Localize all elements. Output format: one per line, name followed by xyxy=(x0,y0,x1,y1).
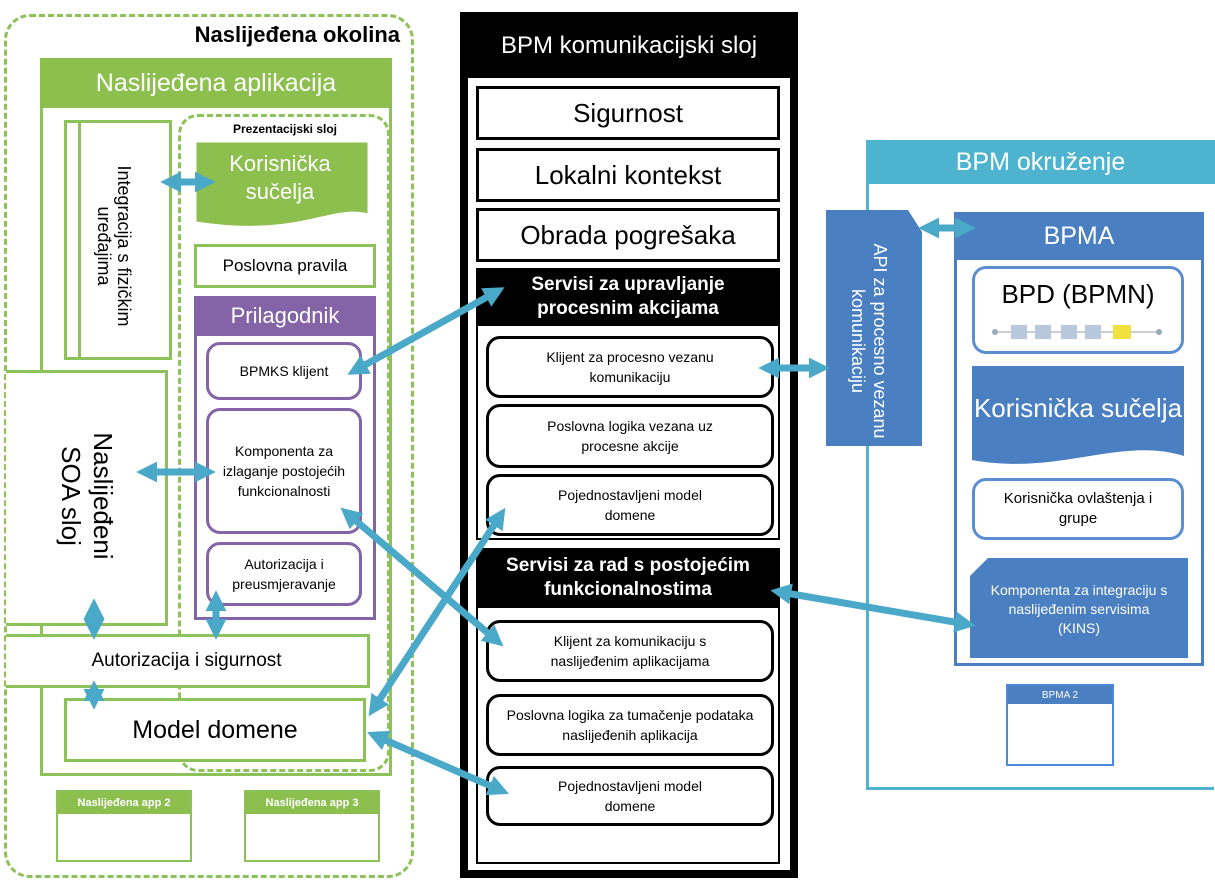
bpd-box: BPD (BPMN) xyxy=(972,266,1184,354)
integration-box-front xyxy=(78,120,172,360)
process-client: Klijent za procesno vezanu komunikaciju xyxy=(486,336,774,398)
process-services-title: Servisi za upravljanje procesnim akcijam… xyxy=(476,268,780,326)
soa-layer xyxy=(6,370,168,626)
legacy-logic: Poslovna logika za tumačenje podataka na… xyxy=(486,694,774,756)
existing-services-title: Servisi za rad s postojećim funkcionalno… xyxy=(476,548,780,608)
legacy-client: Klijent za komunikaciju s naslijeđenim a… xyxy=(486,620,774,682)
bpm-security: Sigurnost xyxy=(476,86,780,140)
api-label: API za procesno vezanu komunikaciju xyxy=(848,243,890,439)
bpma2-title: BPMA 2 xyxy=(1008,686,1112,704)
bpd-thumbnail-icon xyxy=(992,325,1162,339)
expose-component: Komponenta za izlaganje postojećih funkc… xyxy=(206,408,362,534)
user-permissions: Korisnička ovlaštenja i grupe xyxy=(972,478,1184,540)
adapter-title: Prilagodnik xyxy=(194,296,376,336)
soa-layer-label: Naslijeđeni SOA sloj xyxy=(56,432,118,560)
process-logic: Poslovna logika vezana uz procesne akcij… xyxy=(486,404,774,468)
auth-redirect: Autorizacija i preusmjeravanje xyxy=(206,542,362,606)
presentation-layer-label: Prezentacijski sloj xyxy=(232,122,338,136)
legacy-environment xyxy=(4,14,414,878)
legacy-environment-title: Naslijeđena okolina xyxy=(194,22,400,47)
bpma2: BPMA 2 xyxy=(1006,684,1114,766)
integration-label: Integracija s fizičkim uređajima xyxy=(94,165,134,327)
legacy-app2: Naslijeđena app 2 xyxy=(56,790,192,862)
simplified-model-1: Pojednostavljeni model domene xyxy=(486,474,774,536)
bpm-user-interfaces: Korisnička sučelja xyxy=(973,393,1183,423)
kins: Komponenta za integraciju s naslijeđenim… xyxy=(990,581,1168,636)
legacy-app3: Naslijeđena app 3 xyxy=(244,790,380,862)
legacy-user-interfaces: Korisnička sučelja xyxy=(229,151,331,204)
bpm-error-handling: Obrada pogrešaka xyxy=(476,208,780,262)
bpm-layer-title: BPM komunikacijski sloj xyxy=(500,32,758,59)
presentation-layer xyxy=(178,114,390,772)
bpmks-client: BPMKS klijent xyxy=(206,342,362,400)
bpma-title: BPMA xyxy=(954,212,1204,260)
bpm-local-context: Lokalni kontekst xyxy=(476,148,780,202)
business-rules: Poslovna pravila xyxy=(194,244,376,288)
legacy-app2-title: Naslijeđena app 2 xyxy=(58,792,190,814)
legacy-app-title: Naslijeđena aplikacija xyxy=(40,58,392,108)
legacy-app3-title: Naslijeđena app 3 xyxy=(246,792,378,814)
simplified-model-2: Pojednostavljeni model domene xyxy=(486,766,774,826)
bpd-title: BPD (BPMN) xyxy=(1001,278,1155,309)
bpm-env-title: BPM okruženje xyxy=(866,140,1215,184)
domain-model: Model domene xyxy=(64,698,366,762)
auth-security: Autorizacija i sigurnost xyxy=(6,634,370,688)
